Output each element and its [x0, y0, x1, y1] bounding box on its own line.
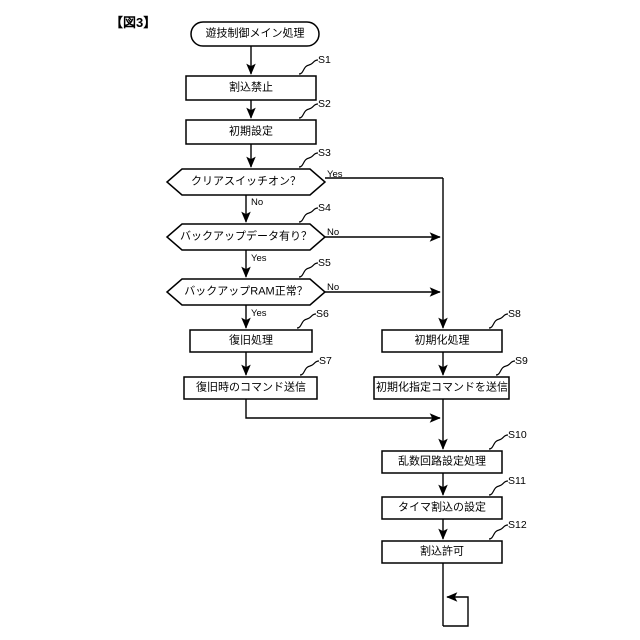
- step-label-s8: S8: [508, 308, 521, 320]
- node-s11-shape: [381, 496, 503, 520]
- edge-label-s5-no: No: [327, 282, 340, 293]
- edge-s7-to-merge: [245, 399, 441, 423]
- node-s8-label: 初期化処理: [414, 334, 470, 347]
- step-label-s5: S5: [318, 257, 331, 269]
- node-s4-shape: [165, 223, 327, 251]
- callout-s11: [488, 480, 509, 496]
- callout-s4: [298, 207, 319, 223]
- node-s7-label: 復旧時のコマンド送信: [196, 381, 306, 394]
- edge-label-s3-no: No: [251, 197, 264, 208]
- step-label-s11: S11: [508, 475, 526, 487]
- step-label-s10: S10: [508, 429, 527, 441]
- node-start-label: 遊技制御メイン処理: [205, 27, 305, 40]
- node-s11-label: タイマ割込の設定: [398, 501, 486, 514]
- step-label-s7: S7: [319, 355, 332, 367]
- node-s3-shape: [165, 168, 327, 196]
- callout-s6: [296, 313, 317, 329]
- edge-label-s4-yes: Yes: [251, 253, 267, 264]
- callout-s1: [298, 59, 319, 75]
- step-label-s6: S6: [316, 308, 329, 320]
- callout-s9: [495, 360, 516, 376]
- node-s9-shape: [373, 376, 510, 400]
- node-s6-shape: [189, 329, 313, 353]
- edge-label-s4-no: No: [327, 227, 340, 238]
- callout-s5: [298, 262, 319, 278]
- node-s2-label: 初期設定: [229, 125, 273, 138]
- node-s3-label: クリアスイッチオン？: [191, 175, 301, 188]
- edge-label-s5-yes: Yes: [251, 308, 267, 319]
- step-label-s12: S12: [508, 519, 527, 531]
- node-s5-shape: [165, 278, 327, 306]
- step-label-s9: S9: [515, 355, 528, 367]
- node-s7-shape: [183, 376, 318, 400]
- node-s1-label: 割込禁止: [229, 81, 273, 94]
- node-s4-label: バックアップデータ有り？: [180, 230, 312, 243]
- node-s10-label: 乱数回路設定処理: [398, 455, 486, 468]
- callout-s7: [299, 360, 320, 376]
- callout-s8: [488, 313, 509, 329]
- callout-s3: [298, 152, 319, 168]
- step-label-s3: S3: [318, 147, 331, 159]
- node-s5-label: バックアップRAM正常？: [184, 285, 308, 298]
- step-label-s2: S2: [318, 98, 331, 110]
- edge-s12-loop-back: [443, 592, 469, 627]
- figure-title: 【図3】: [110, 15, 157, 30]
- callout-s12: [488, 524, 509, 540]
- callout-s10: [488, 434, 509, 450]
- node-start-shape: [190, 21, 320, 47]
- node-s12-shape: [381, 540, 503, 564]
- step-label-s4: S4: [318, 202, 331, 214]
- node-s9-label: 初期化指定コマンドを送信: [376, 381, 508, 394]
- node-s10-shape: [381, 450, 503, 474]
- callout-s2: [298, 103, 319, 119]
- node-s8-shape: [381, 329, 503, 353]
- node-s6-label: 復旧処理: [229, 334, 273, 347]
- node-s12-label: 割込許可: [420, 545, 464, 558]
- step-label-s1: S1: [318, 54, 331, 66]
- edge-label-s3-yes: Yes: [327, 169, 343, 180]
